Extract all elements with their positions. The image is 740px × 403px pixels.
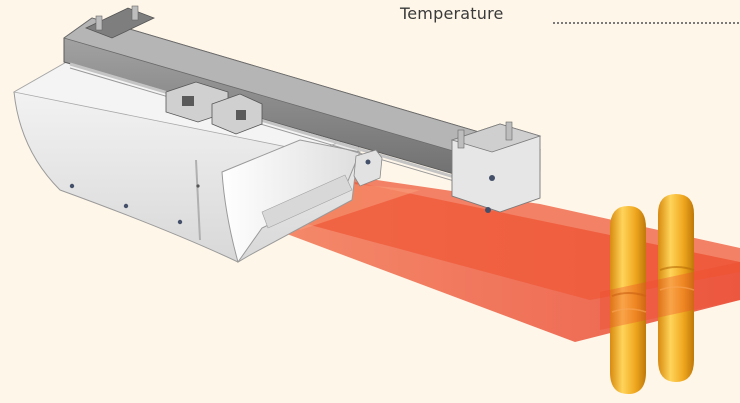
optics-window [261, 174, 353, 229]
temperature-label: Temperature [400, 4, 504, 23]
mount-bolt-icon [95, 15, 103, 31]
laser-sheet-front [600, 262, 740, 330]
mount-bolt-icon [505, 121, 513, 141]
hot-rod-left [610, 206, 647, 394]
mount-bolt-icon [457, 129, 465, 149]
hot-rod-right [658, 194, 695, 382]
temperature-leader-line [553, 20, 739, 24]
rail-clamp [353, 149, 383, 187]
mount-bolt-icon [131, 5, 139, 21]
